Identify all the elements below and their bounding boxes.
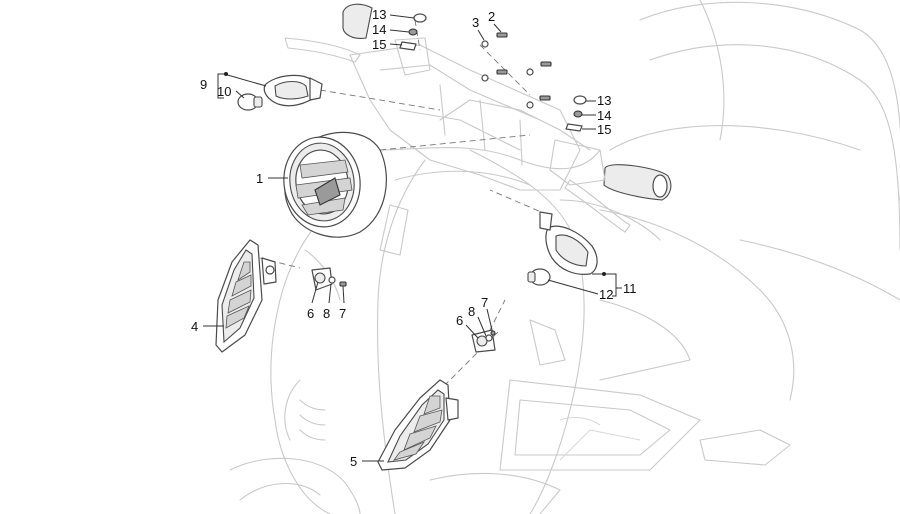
callouts: 1 2 3 4 5 6 8 7 6 8 7 9 10 11 12 13 14 1… (191, 7, 637, 469)
callout-10: 10 (217, 84, 231, 99)
callout-15-right: 15 (597, 122, 611, 137)
callout-14-right: 14 (597, 108, 611, 123)
handlebar-assembly (284, 3, 672, 233)
right-turn-signal[interactable] (539, 211, 598, 275)
lower-grille[interactable] (377, 379, 459, 471)
callout-14-left: 14 (372, 22, 386, 37)
callout-5: 5 (350, 454, 357, 469)
callout-15-left: 15 (372, 37, 386, 52)
left-grille[interactable] (215, 239, 277, 353)
callout-11: 11 (623, 281, 637, 296)
scooter-body-outline (229, 0, 900, 514)
bar-end-hardware-right[interactable] (565, 95, 587, 132)
left-bulb[interactable] (237, 93, 263, 111)
callout-3: 3 (472, 15, 479, 30)
callout-12: 12 (599, 287, 613, 302)
callout-6-left: 6 (307, 306, 314, 321)
callout-9: 9 (200, 77, 207, 92)
left-turn-signal[interactable] (263, 74, 323, 107)
callout-8-right: 8 (468, 304, 475, 319)
callout-1: 1 (256, 171, 263, 186)
callout-7-left: 7 (339, 306, 346, 321)
callout-13-right: 13 (597, 93, 611, 108)
callout-13-left: 13 (372, 7, 386, 22)
callout-7-right: 7 (481, 295, 488, 310)
headlamp[interactable] (278, 131, 387, 238)
bar-end-hardware-left[interactable] (399, 13, 427, 51)
callout-2: 2 (488, 9, 495, 24)
callout-8-left: 8 (323, 306, 330, 321)
leader-lines (203, 14, 622, 462)
screws-and-washers[interactable] (481, 32, 552, 109)
right-bulb[interactable] (527, 268, 551, 286)
callout-6-right: 6 (456, 313, 463, 328)
left-grip (342, 3, 373, 39)
callout-4: 4 (191, 319, 198, 334)
bulb-holder-right[interactable] (471, 329, 496, 353)
